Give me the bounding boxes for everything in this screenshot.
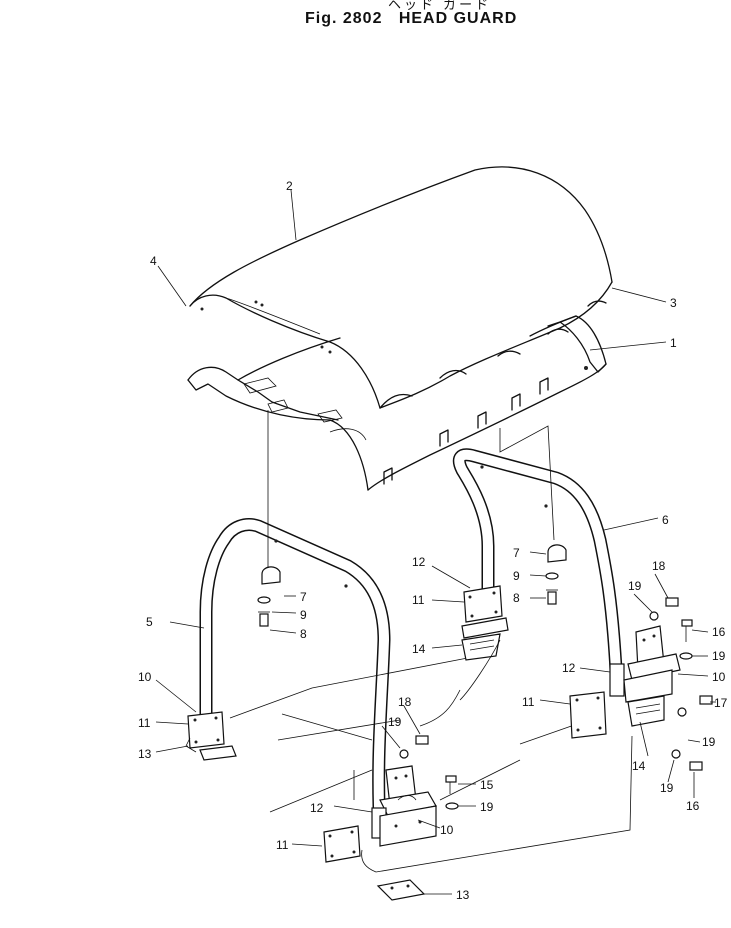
callout-17: 17 <box>714 696 728 710</box>
callout-19-center: 19 <box>388 715 402 729</box>
callout-7-right: 7 <box>513 546 520 560</box>
center-bottom-plate <box>323 825 361 863</box>
callout-14-right: 14 <box>632 759 646 773</box>
assembly-lines <box>267 410 555 701</box>
middle-hinge-assembly <box>461 585 509 661</box>
leader-lines <box>155 189 716 895</box>
callout-10-center: 10 <box>440 823 454 837</box>
callout-11-mid: 11 <box>412 593 425 607</box>
figure-title: Fig. 2802 HEAD GUARD <box>305 10 517 28</box>
callout-4: 4 <box>150 254 157 268</box>
callout-10-right: 10 <box>712 670 726 684</box>
guard-tube-5 <box>199 518 391 837</box>
callout-14-mid: 14 <box>412 642 426 656</box>
callout-11-left: 11 <box>138 716 151 730</box>
callout-19-center-low: 19 <box>480 800 494 814</box>
center-bracket-assembly <box>371 765 437 847</box>
canopy-frame <box>187 315 607 491</box>
callout-12-center: 12 <box>310 801 324 815</box>
callout-6: 6 <box>662 513 669 527</box>
callout-7-left: 7 <box>300 590 307 604</box>
callout-5: 5 <box>146 615 153 629</box>
callout-10-left: 10 <box>138 670 152 684</box>
figure-title-kana: ヘッド ガード <box>388 0 492 13</box>
callout-8-right: 8 <box>513 591 520 605</box>
callout-11-center: 11 <box>276 838 289 852</box>
callout-12-right: 12 <box>562 661 576 675</box>
callout-8-left: 8 <box>300 627 307 641</box>
callout-3: 3 <box>670 296 677 310</box>
callout-19-right-mid: 19 <box>712 649 726 663</box>
callout-labels: 2 4 3 1 6 7 9 8 12 11 14 7 9 8 5 10 11 1… <box>138 179 728 902</box>
callout-18-center: 18 <box>398 695 412 709</box>
callout-13-bottom: 13 <box>456 888 470 902</box>
figure-number: Fig. 2802 <box>305 10 383 27</box>
callout-2: 2 <box>286 179 293 193</box>
callout-1: 1 <box>670 336 677 350</box>
figure-name: HEAD GUARD <box>398 10 518 27</box>
callout-19-right-low: 19 <box>702 735 716 749</box>
callout-16-bottom: 16 <box>686 799 700 813</box>
canopy-cover <box>189 166 613 409</box>
callout-15: 15 <box>480 778 494 792</box>
left-plate-assembly <box>185 711 237 761</box>
callout-9-left: 9 <box>300 608 307 622</box>
guard-tube-6 <box>452 448 623 677</box>
hardware <box>257 544 713 810</box>
bottom-mount-13 <box>376 879 426 901</box>
callout-11-right: 11 <box>522 695 535 709</box>
callout-16-right: 16 <box>712 625 726 639</box>
callout-19-right-bottom: 19 <box>660 781 674 795</box>
callout-13-left: 13 <box>138 747 152 761</box>
callout-12-mid: 12 <box>412 555 426 569</box>
callout-18-right: 18 <box>652 559 666 573</box>
callout-19-right-top: 19 <box>628 579 642 593</box>
machine-base-outline <box>229 655 633 873</box>
right-floating-plate <box>569 691 607 739</box>
callout-9-right: 9 <box>513 569 520 583</box>
right-bracket-assembly <box>609 625 681 727</box>
